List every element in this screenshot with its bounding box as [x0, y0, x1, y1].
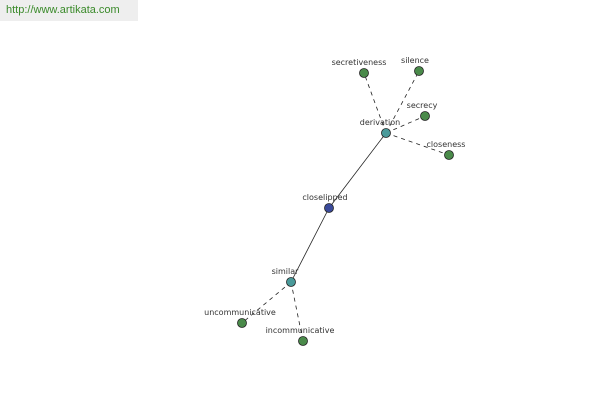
- edge-derivation-secrecy: [385, 115, 426, 134]
- edge-derivation-secretiveness: [363, 72, 387, 134]
- node-derivation[interactable]: [381, 128, 391, 138]
- edge-derivation-silence: [385, 70, 420, 134]
- node-uncommunicative[interactable]: [237, 318, 247, 328]
- edge-similar-incommunicative: [290, 281, 304, 342]
- site-url[interactable]: http://www.artikata.com: [0, 0, 138, 21]
- graph-edges: [241, 70, 450, 342]
- node-incommunicative[interactable]: [298, 336, 308, 346]
- node-label-secrecy[interactable]: secrecy: [407, 101, 438, 110]
- node-similar[interactable]: [286, 277, 296, 287]
- node-label-derivation[interactable]: derivation: [360, 118, 400, 127]
- node-label-secretiveness[interactable]: secretiveness: [332, 58, 387, 67]
- node-closelipped[interactable]: [324, 203, 334, 213]
- node-label-uncommunicative[interactable]: uncommunicative: [204, 308, 276, 317]
- edge-closelipped-derivation: [328, 132, 387, 209]
- graph-nodes: [237, 66, 454, 346]
- node-label-closeness[interactable]: closeness: [427, 140, 466, 149]
- edge-similar-uncommunicative: [241, 281, 292, 324]
- node-secretiveness[interactable]: [359, 68, 369, 78]
- node-secrecy[interactable]: [420, 111, 430, 121]
- edge-derivation-closeness: [385, 132, 450, 156]
- node-label-incommunicative[interactable]: incommunicative: [266, 326, 335, 335]
- node-label-similar[interactable]: similar: [272, 267, 300, 276]
- node-label-closelipped[interactable]: closelipped: [302, 193, 347, 202]
- graph-labels: closelipped derivation similar secretivenes…: [204, 56, 465, 335]
- node-label-silence[interactable]: silence: [401, 56, 429, 65]
- node-silence[interactable]: [414, 66, 424, 76]
- edge-closelipped-similar: [290, 207, 330, 283]
- node-closeness[interactable]: [444, 150, 454, 160]
